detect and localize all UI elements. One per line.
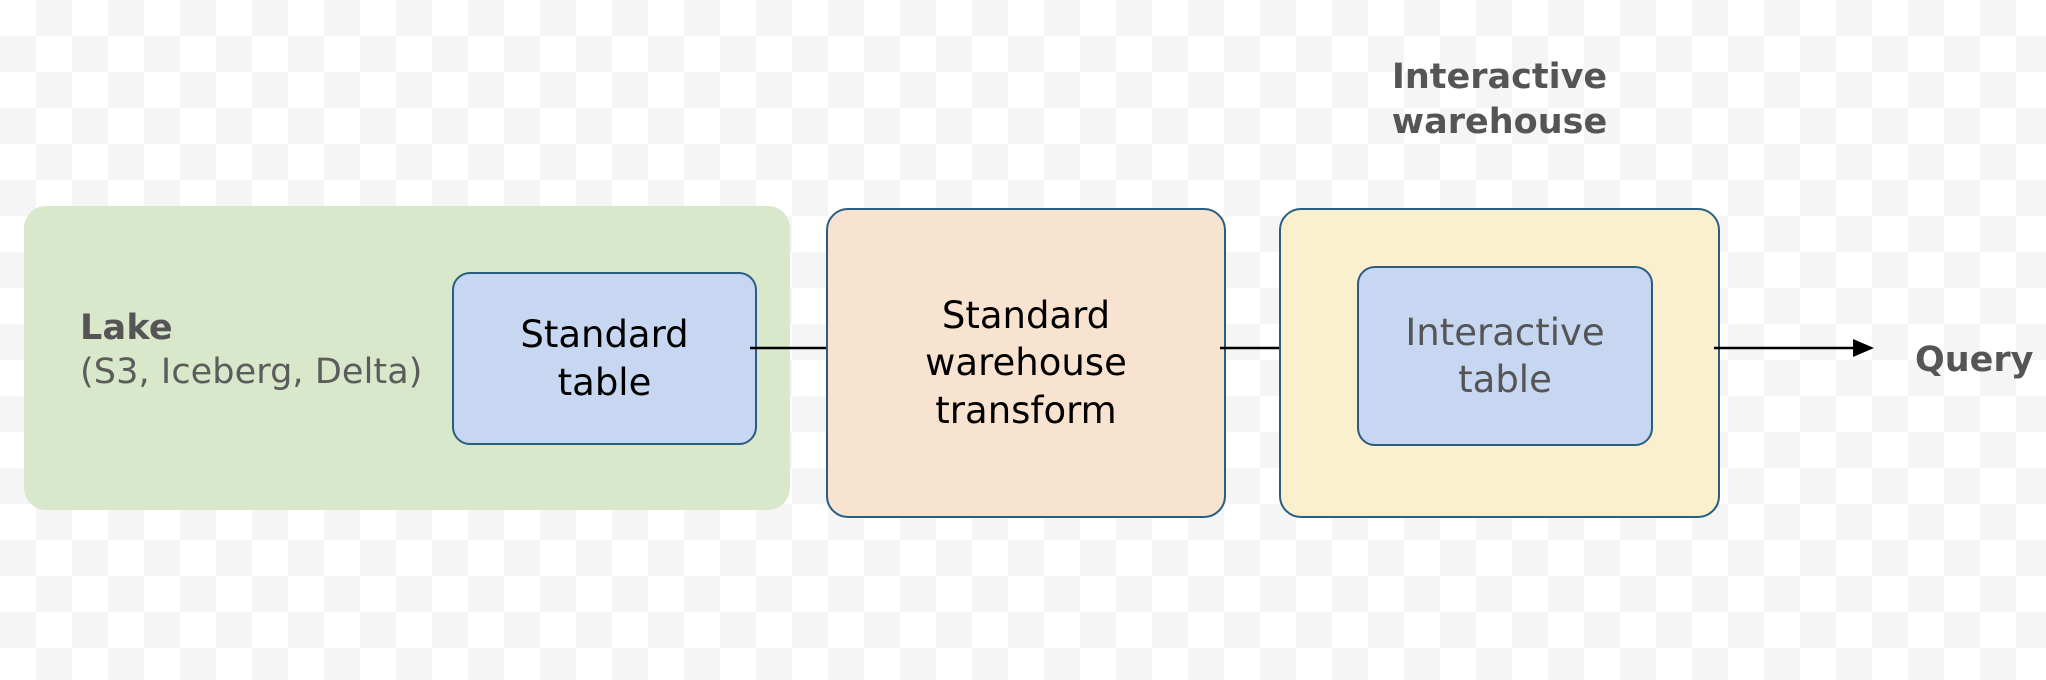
lake-label-block: Lake (S3, Iceberg, Delta) — [80, 306, 423, 394]
interactive-table-label-line2: table — [1458, 358, 1552, 401]
warehouse-transform-node[interactable]: Standard warehouse transform — [826, 208, 1226, 518]
warehouse-transform-label-line3: transform — [935, 388, 1117, 432]
warehouse-transform-label-line2: warehouse — [925, 341, 1127, 385]
warehouse-transform-label-line1: Standard — [941, 293, 1111, 337]
arrowhead-icon — [1853, 339, 1874, 357]
interactive-table-label-line1: Interactive — [1405, 310, 1605, 354]
lake-subtitle: (S3, Iceberg, Delta) — [80, 352, 423, 393]
interactive-warehouse-label-line1: Interactive — [1391, 57, 1608, 97]
interactive-table-node[interactable]: Interactive table — [1357, 266, 1653, 446]
query-label: Query — [1915, 340, 2034, 380]
lake-title: Lake — [80, 308, 173, 348]
standard-table-node[interactable]: Standard table — [452, 272, 757, 445]
connector-interactive-warehouse-to-query — [1714, 339, 1874, 357]
interactive-warehouse-label-line2: warehouse — [1391, 101, 1608, 142]
interactive-warehouse-group-label: Interactive warehouse — [1279, 55, 1720, 145]
standard-table-label-line1: Standard — [520, 313, 689, 357]
standard-table-label-line2: table — [557, 360, 652, 404]
